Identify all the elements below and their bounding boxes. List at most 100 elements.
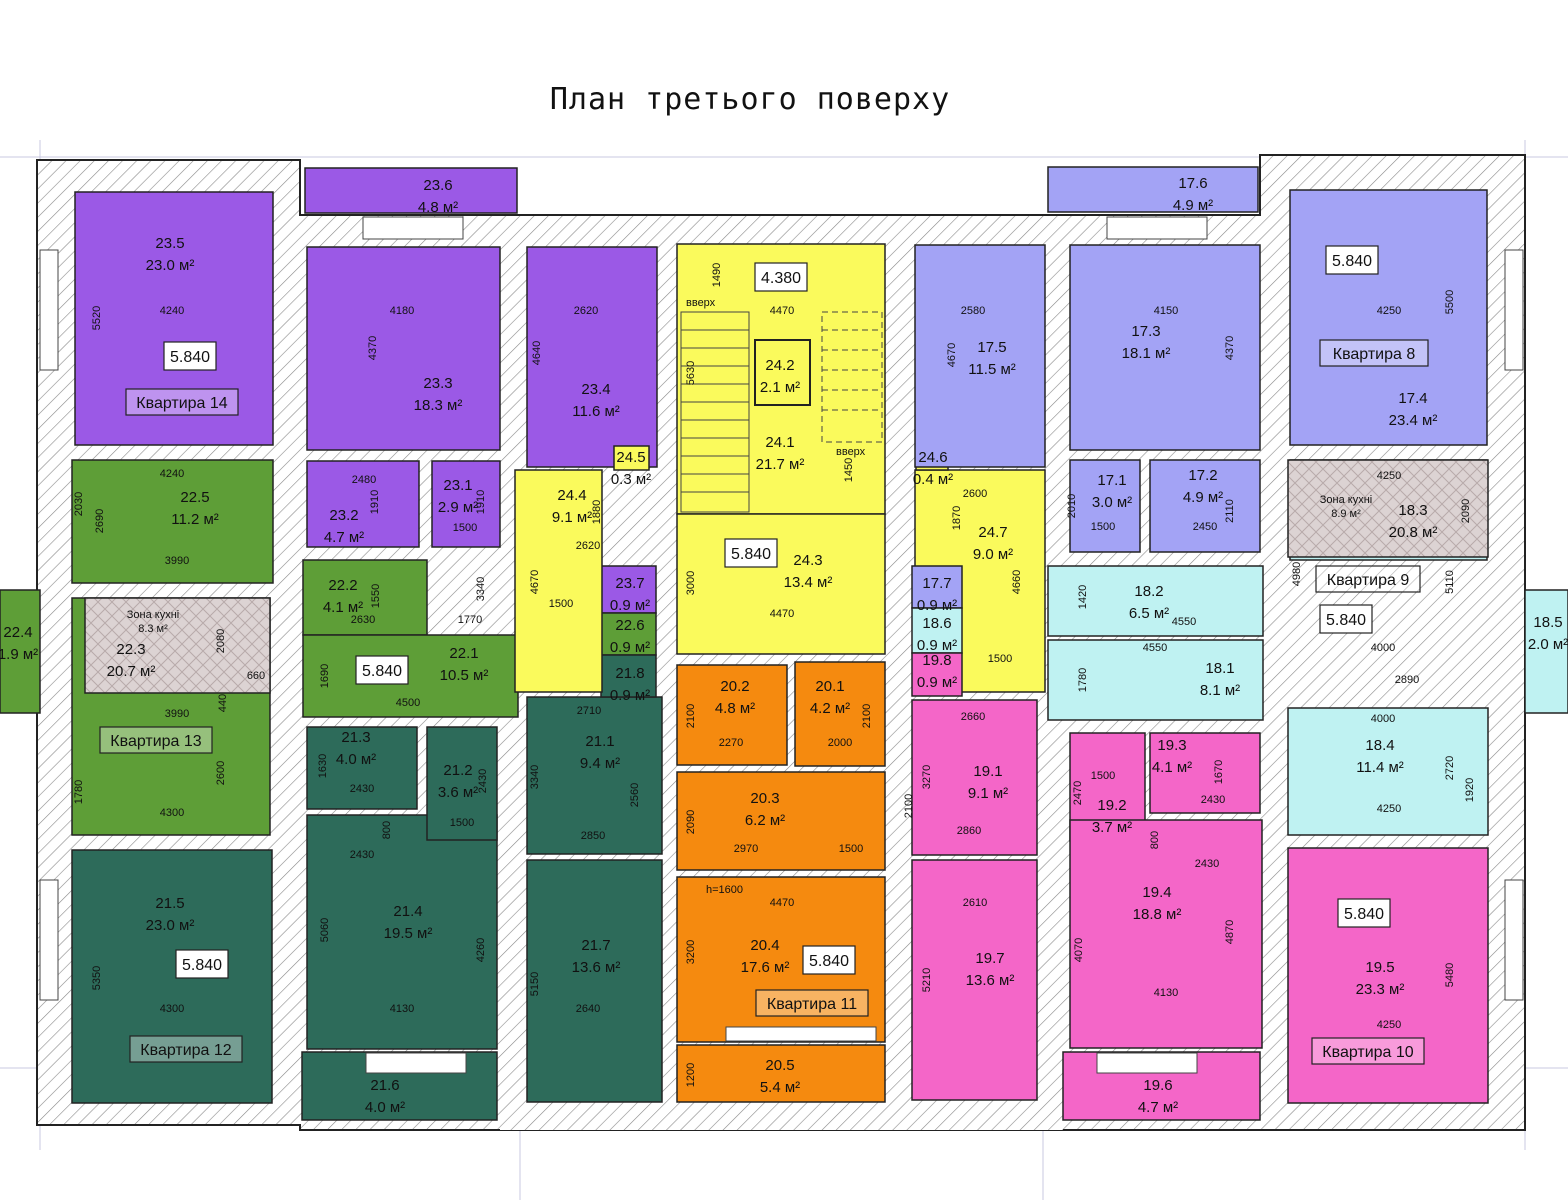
room-23.6 (304, 167, 518, 214)
dimension: 2890 (1395, 674, 1419, 686)
room-number: 20.3 (750, 790, 779, 807)
room-22.1 (302, 634, 519, 718)
dimension: 3990 (165, 555, 189, 567)
dimension: 4150 (1154, 305, 1178, 317)
room-area: 18.3 м² (414, 397, 463, 414)
room-22.4 (0, 589, 41, 714)
room-number: 21.1 (585, 733, 614, 750)
level-box (1337, 898, 1391, 928)
dimension: 2090 (685, 810, 697, 834)
room-number: 20.2 (720, 678, 749, 695)
room-24.5 (613, 445, 650, 471)
dimension: 1770 (458, 614, 482, 626)
dimension: 1690 (319, 664, 331, 688)
apartment-box (125, 388, 239, 416)
room-number: 20.4 (750, 937, 779, 954)
level-markers: 5.8405.8405.8405.8405.8405.8405.8405.840… (163, 245, 1391, 979)
room-area: 11.6 м² (572, 403, 620, 420)
room-number: 24.1 (765, 434, 794, 451)
dimension: 4250 (1377, 305, 1401, 317)
room-number: 17.3 (1131, 323, 1160, 340)
dimension: 2710 (577, 705, 601, 717)
room-area: 20.8 м² (1389, 524, 1438, 541)
room-number: 23.7 (615, 575, 644, 592)
apartment-name: Квартира 13 (110, 733, 201, 750)
room-area: 8.1 м² (1200, 682, 1240, 699)
kitchen-zone (1287, 459, 1489, 558)
room-number: 23.2 (329, 507, 358, 524)
room-area: 9.1 м² (968, 785, 1008, 802)
room-number: 22.3 (116, 641, 145, 658)
room-19.7 (911, 859, 1038, 1101)
stairwell (680, 311, 883, 513)
dimension: 2270 (719, 737, 743, 749)
room-number: 22.1 (449, 645, 478, 662)
room-number: 21.5 (155, 895, 184, 912)
dimension: 660 (247, 670, 265, 682)
room-area: 9.4 м² (580, 755, 620, 772)
dimension: 4470 (770, 305, 794, 317)
room-23.4 (526, 246, 658, 468)
room-number: 21.2 (443, 762, 472, 779)
room-area: 4.1 м² (1152, 759, 1192, 776)
room-number: 21.3 (341, 729, 370, 746)
room-21.5 (71, 849, 273, 1104)
room-area: 0.3 м² (611, 471, 651, 488)
dimension: 3000 (685, 571, 697, 595)
room-area: 9.0 м² (973, 546, 1013, 563)
dimension: 1670 (1213, 760, 1225, 784)
dimension: 2000 (828, 737, 852, 749)
room-area: 4.1 м² (323, 599, 363, 616)
room-area: 4.8 м² (715, 700, 755, 717)
dimension: 4240 (160, 468, 184, 480)
apartment-name: Квартира 14 (136, 395, 227, 412)
room-area: 0.9 м² (610, 687, 650, 704)
room-20.2 (676, 664, 788, 766)
room-number: 21.8 (615, 665, 644, 682)
room-area: 4.8 м² (418, 199, 458, 216)
room-number: 24.3 (793, 552, 822, 569)
room-area: 11.4 м² (1356, 759, 1404, 776)
dimension: 1920 (1464, 778, 1476, 802)
dimension: 2450 (1193, 521, 1217, 533)
room-17.3 (1069, 244, 1261, 451)
dimension: 1880 (591, 500, 603, 524)
level-value: 4.380 (761, 270, 801, 287)
dimension: 2010 (1066, 494, 1078, 518)
room-number: 17.1 (1097, 472, 1126, 489)
level-value: 5.840 (809, 953, 849, 970)
dimension: 2430 (1201, 794, 1225, 806)
room-number: 18.2 (1134, 583, 1163, 600)
dimension: 2630 (351, 614, 375, 626)
dimension: 1200 (685, 1063, 697, 1087)
dimension: 4980 (1291, 562, 1303, 586)
level-value: 5.840 (1344, 906, 1384, 923)
room-18.1 (1047, 639, 1264, 721)
dimension: 4370 (367, 336, 379, 360)
dimension: 1550 (370, 584, 382, 608)
room-number: 20.5 (765, 1057, 794, 1074)
room-area: 3.6 м² (438, 784, 478, 801)
room-number: 18.1 (1205, 660, 1234, 677)
dimension: 4250 (1377, 470, 1401, 482)
dimension: 1420 (1077, 585, 1089, 609)
dimension: 2620 (574, 305, 598, 317)
room-19.1 (911, 699, 1038, 856)
room-area: 21.7 м² (756, 456, 805, 473)
apartment-name: Квартира 10 (1322, 1044, 1413, 1061)
room-area: 18.8 м² (1133, 906, 1182, 923)
dimension: 2470 (1072, 781, 1084, 805)
room-21.3 (306, 726, 418, 810)
room-17.4 (1289, 189, 1488, 446)
apartment-box (755, 989, 869, 1017)
dimension: 440 (217, 694, 229, 712)
room-number: 22.5 (180, 489, 209, 506)
dimension: 1630 (317, 754, 329, 778)
level-box (1325, 245, 1379, 275)
room-20.5 (676, 1044, 886, 1103)
room-number: 18.3 (1398, 502, 1427, 519)
dimension: 1500 (1091, 521, 1115, 533)
level-value: 5.840 (1332, 253, 1372, 270)
